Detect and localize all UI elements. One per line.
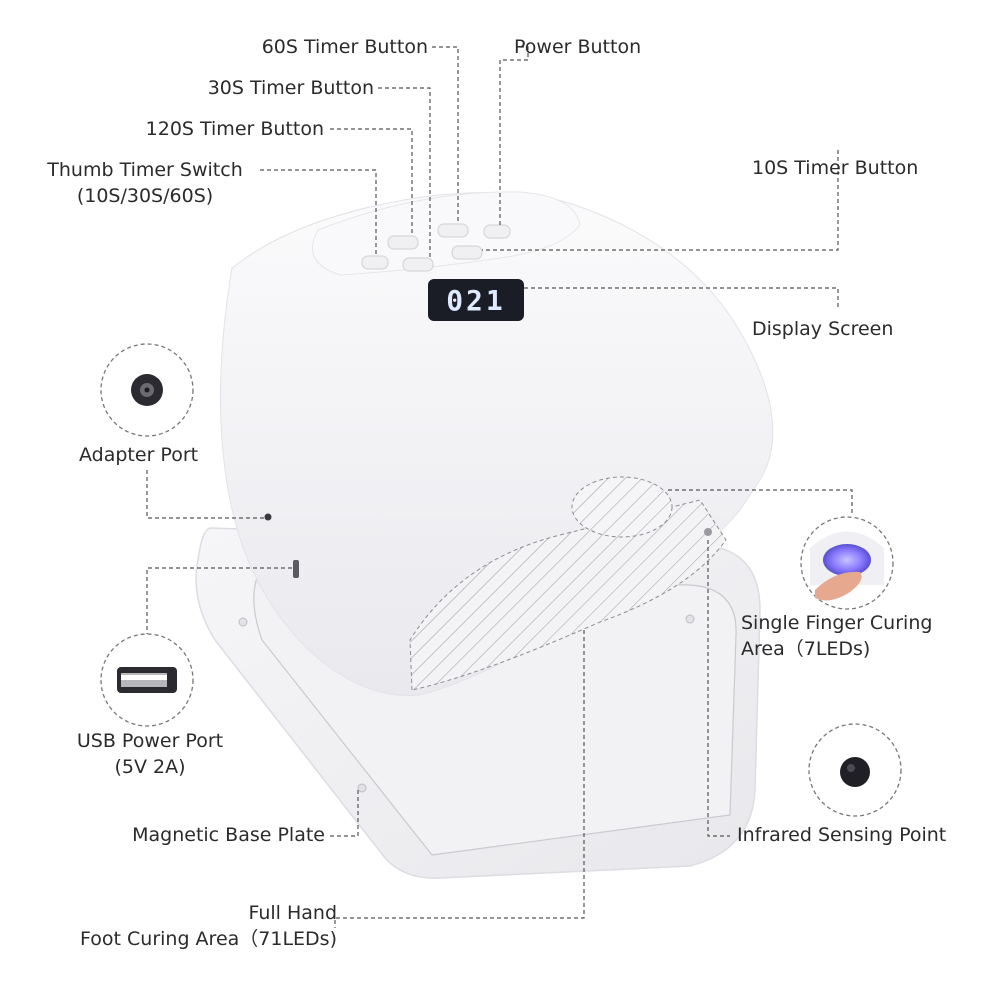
- infrared-sensing-point: [704, 528, 712, 536]
- label-adapter-port: Adapter Port: [79, 444, 199, 466]
- full-hand-curing-area: [409, 499, 727, 691]
- label-usb-power-port: USB Power Port (5V 2A): [50, 728, 250, 780]
- single-finger-curing-area: [571, 476, 673, 538]
- label-60s-timer-button: 60S Timer Button: [261, 36, 428, 58]
- adapter-port: [264, 513, 272, 521]
- label-usb-line2: (5V 2A): [114, 756, 186, 778]
- label-full-hand-line2: Foot Curing Area（71LEDs): [80, 928, 337, 950]
- label-display-screen: Display Screen: [752, 318, 894, 340]
- label-power-button: Power Button: [514, 36, 642, 58]
- label-thumb-timer-switch-line2: (10S/30S/60S): [76, 185, 214, 207]
- usb-port: [293, 560, 299, 578]
- timer-30s-button[interactable]: [402, 257, 434, 272]
- timer-120s-button[interactable]: [387, 235, 419, 250]
- label-10s-timer-button: 10S Timer Button: [752, 157, 919, 179]
- single-finger-callout: [800, 516, 894, 610]
- power-button[interactable]: [483, 224, 511, 239]
- timer-10s-button[interactable]: [451, 245, 483, 260]
- label-single-finger-line1: Single Finger Curing: [741, 612, 933, 634]
- thumb-timer-switch[interactable]: [361, 255, 389, 270]
- adapter-port-callout: [100, 343, 194, 437]
- label-30s-timer-button: 30S Timer Button: [207, 77, 374, 99]
- usb-port-callout: [100, 633, 194, 727]
- label-infrared-sensing-point: Infrared Sensing Point: [737, 824, 947, 846]
- display-readout: 021: [446, 283, 506, 317]
- label-single-finger-curing-area: Single Finger Curing Area（7LEDs): [741, 610, 932, 662]
- leader-lines: [146, 46, 853, 928]
- label-magnetic-base-plate: Magnetic Base Plate: [132, 824, 325, 846]
- label-usb-line1: USB Power Port: [76, 730, 224, 752]
- label-120s-timer-button: 120S Timer Button: [145, 118, 324, 140]
- label-full-hand-foot-curing-area: Full Hand Foot Curing Area（71LEDs): [80, 900, 337, 952]
- lamp-body: [220, 191, 774, 697]
- display-screen: [428, 279, 524, 321]
- label-thumb-timer-switch: Thumb Timer Switch (10S/30S/60S): [30, 157, 260, 209]
- infrared-callout: [808, 723, 902, 817]
- label-full-hand-line1: Full Hand: [248, 902, 337, 924]
- label-thumb-timer-switch-line1: Thumb Timer Switch: [47, 159, 243, 181]
- label-single-finger-line2: Area（7LEDs): [741, 638, 871, 660]
- timer-60s-button[interactable]: [437, 223, 469, 238]
